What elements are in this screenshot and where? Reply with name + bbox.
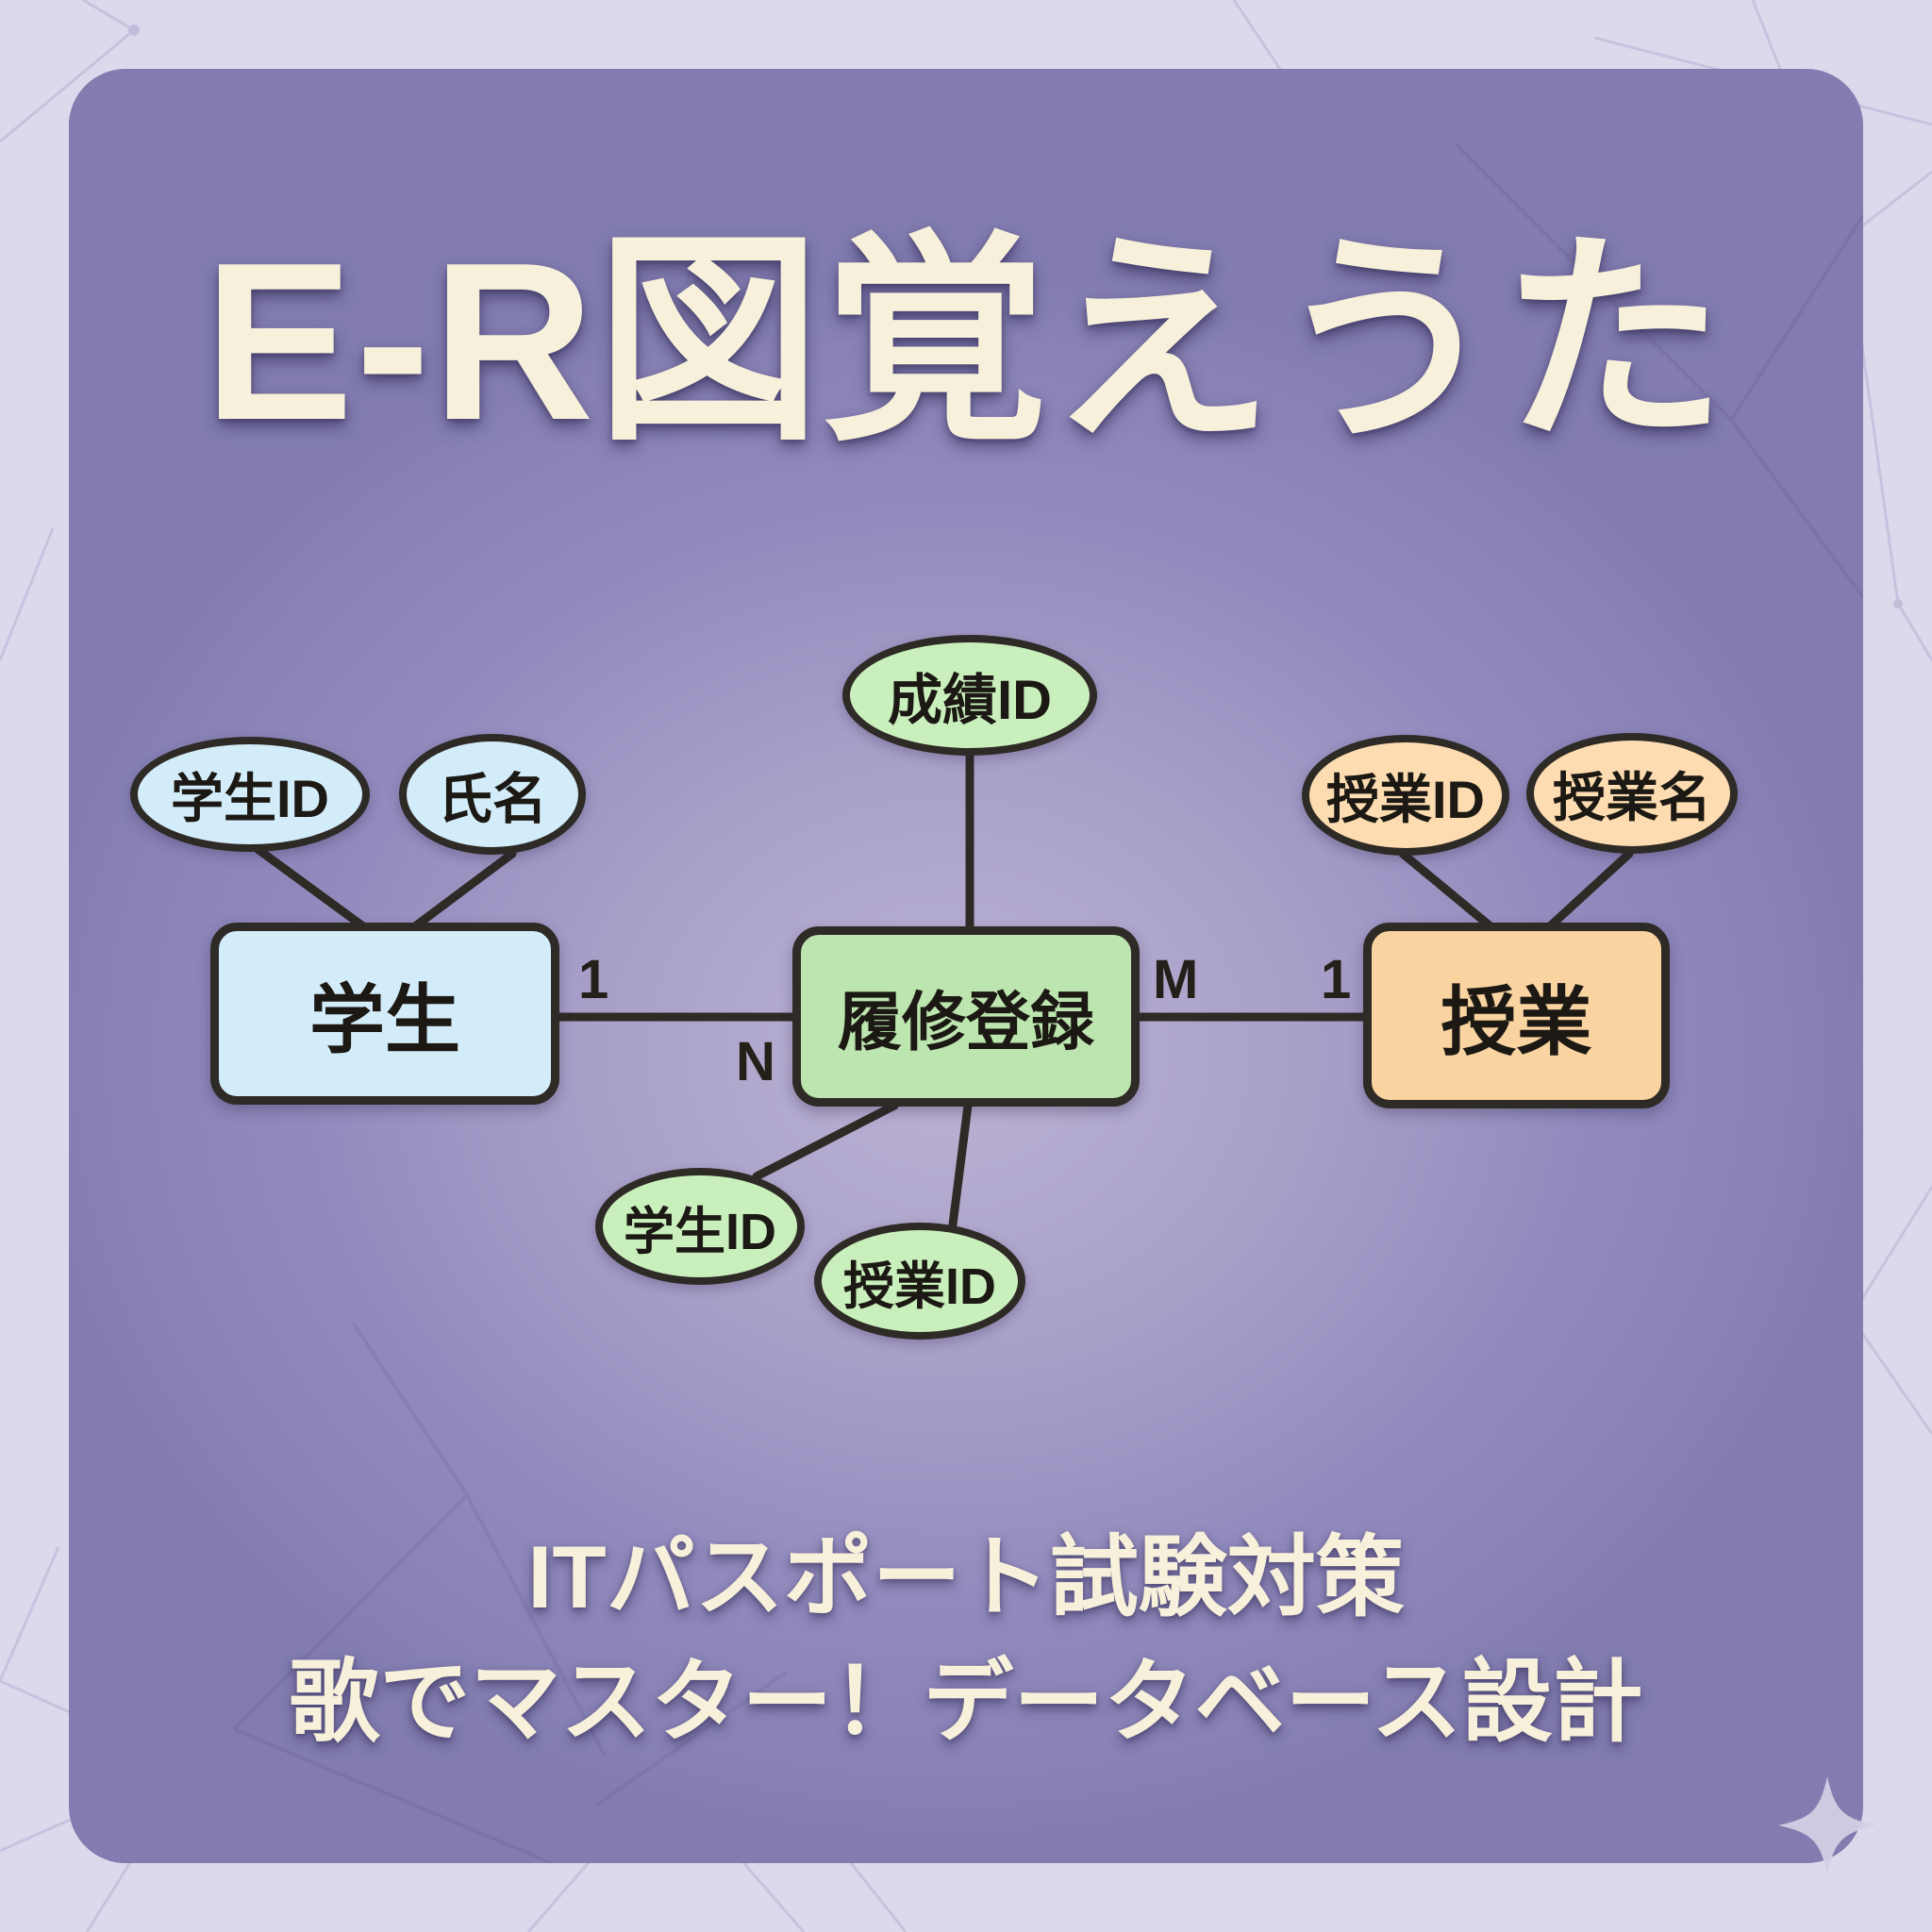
connector-classid-to-class — [1398, 849, 1495, 931]
connector-enrollment-to-studentid — [752, 1101, 899, 1181]
attribute-grade-id-label: 成績ID — [887, 670, 1052, 731]
cardinality-student-one: 1 — [578, 949, 609, 1010]
entity-class-label: 授業 — [1441, 979, 1592, 1064]
connector-name-to-student — [410, 849, 517, 931]
attribute-enrollment-student-id: 学生ID — [595, 1168, 805, 1285]
attribute-grade-id: 成績ID — [842, 635, 1097, 756]
relationship-enrollment-label: 履修登録 — [837, 987, 1094, 1058]
connector-enrollment-to-classid — [948, 1101, 973, 1229]
attribute-class-id-label: 授業ID — [1326, 769, 1485, 829]
sparkle-icon — [1778, 1776, 1876, 1874]
attribute-student-id-label: 学生ID — [171, 768, 329, 828]
page-title: E-R図覚えうた — [204, 217, 1728, 467]
attribute-enrollment-class-id-label: 授業ID — [843, 1257, 996, 1315]
attribute-enrollment-class-id: 授業ID — [814, 1223, 1025, 1340]
attribute-student-id: 学生ID — [130, 737, 370, 852]
cardinality-enrollment-n: N — [736, 1031, 775, 1092]
attribute-student-name: 氏名 — [399, 734, 586, 855]
relationship-enrollment: 履修登録 — [792, 926, 1140, 1107]
attribute-student-name-label: 氏名 — [437, 769, 547, 830]
entity-student: 学生 — [210, 923, 559, 1105]
entity-class: 授業 — [1363, 923, 1670, 1108]
cardinality-enrollment-m: M — [1153, 949, 1199, 1010]
attribute-enrollment-student-id-label: 学生ID — [624, 1203, 776, 1260]
footer-subtitle-line1: ITパスポート試験対策 — [527, 1527, 1405, 1626]
card-faint-network-pattern — [232, 142, 1863, 1863]
entity-student-label: 学生 — [309, 977, 460, 1062]
connector-classname-to-class — [1545, 849, 1634, 931]
attribute-class-id: 授業ID — [1302, 735, 1509, 856]
attribute-class-name: 授業名 — [1526, 733, 1738, 854]
cardinality-class-one: 1 — [1321, 949, 1352, 1010]
attribute-class-name-label: 授業名 — [1553, 767, 1711, 827]
connector-studentid-to-student — [253, 844, 368, 931]
footer-subtitle-line2: 歌でマスター！データベース設計 — [289, 1652, 1643, 1753]
